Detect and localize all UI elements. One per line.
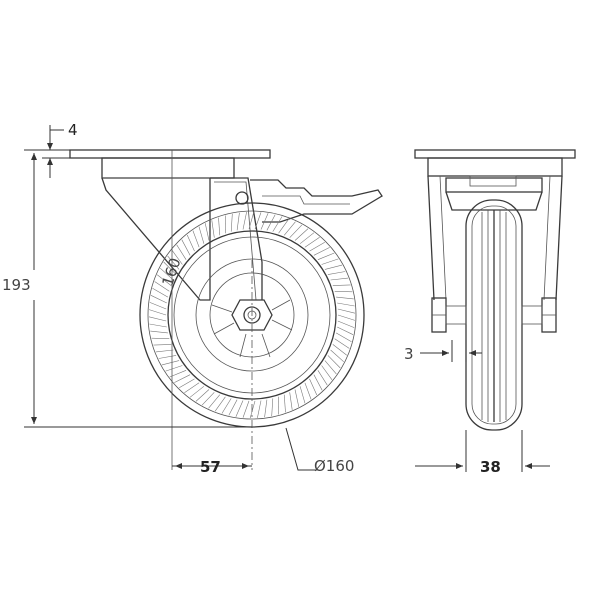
tread-hatch bbox=[148, 211, 356, 419]
dim-offset: 57 bbox=[172, 458, 252, 476]
label-plate-thickness: 4 bbox=[68, 121, 78, 139]
label-wheel-diameter: Ø160 bbox=[314, 457, 354, 475]
dim-total-height: 193 bbox=[2, 149, 252, 428]
top-plate-front bbox=[414, 149, 576, 159]
label-total-height: 193 bbox=[2, 276, 31, 294]
dim-wheel-diameter: Ø160 bbox=[285, 427, 354, 475]
label-offset: 57 bbox=[200, 458, 221, 476]
brake-lever bbox=[250, 179, 383, 223]
swivel-head bbox=[101, 157, 235, 179]
fork-pin bbox=[235, 191, 249, 205]
top-plate bbox=[69, 149, 271, 159]
label-side-gap: 3 bbox=[404, 345, 414, 363]
axle-nut bbox=[231, 299, 273, 331]
dim-wheel-width: 38 bbox=[415, 430, 550, 476]
dim-plate-thickness: 4 bbox=[42, 121, 78, 178]
front-view: 3 38 bbox=[404, 149, 576, 476]
fork-leg bbox=[101, 177, 211, 301]
side-view: 160 4 193 57 bbox=[2, 121, 383, 476]
label-wheel-width: 38 bbox=[480, 458, 501, 476]
dim-side-gap: 3 bbox=[404, 340, 482, 363]
